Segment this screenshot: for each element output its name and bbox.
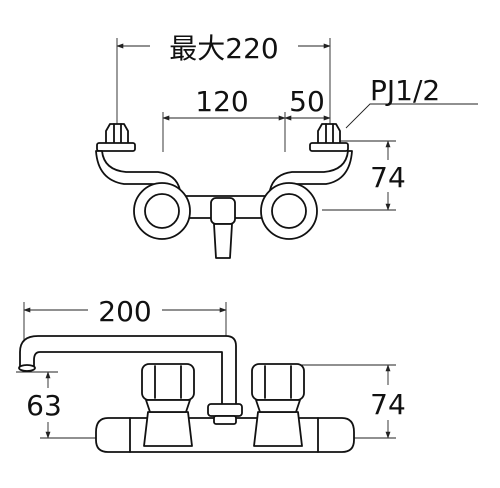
thread-callout: PJ1/2 bbox=[345, 74, 478, 129]
left-handle-top bbox=[133, 182, 191, 240]
dim-center-distance-label: 120 bbox=[195, 85, 248, 118]
dim-max-width-label: 最大220 bbox=[169, 32, 278, 65]
right-handle-front bbox=[251, 363, 305, 413]
dim-spout-length-label: 200 bbox=[98, 295, 151, 328]
front-spout-pipe bbox=[19, 335, 237, 409]
spout-outlet bbox=[18, 364, 36, 372]
spout-collar bbox=[207, 403, 243, 425]
dim-height-top: 74 bbox=[322, 140, 406, 211]
right-handle-top bbox=[260, 182, 318, 240]
dim-height-top-label: 74 bbox=[370, 161, 406, 194]
dim-spout-length: 200 bbox=[23, 295, 227, 348]
dim-max-width: 最大220 bbox=[116, 32, 331, 128]
right-union-nut bbox=[309, 123, 349, 152]
dim-offset-label: 50 bbox=[289, 85, 325, 118]
dim-center-distance: 120 bbox=[162, 85, 286, 152]
right-valve-body bbox=[253, 411, 303, 447]
top-view: 最大220 120 50 PJ1/2 74 bbox=[95, 32, 478, 259]
left-valve-body bbox=[143, 411, 193, 447]
dim-height-front-label: 74 bbox=[370, 388, 406, 421]
dim-height-front: 74 bbox=[290, 364, 406, 439]
top-spout bbox=[210, 197, 236, 259]
left-handle-front bbox=[141, 363, 195, 413]
left-union-nut bbox=[96, 123, 136, 152]
dim-offset: 50 bbox=[284, 85, 331, 121]
thread-label: PJ1/2 bbox=[370, 74, 440, 107]
dim-spout-height-label: 63 bbox=[26, 389, 62, 422]
front-view: 200 63 74 bbox=[16, 295, 406, 453]
dim-spout-height: 63 bbox=[16, 371, 96, 439]
